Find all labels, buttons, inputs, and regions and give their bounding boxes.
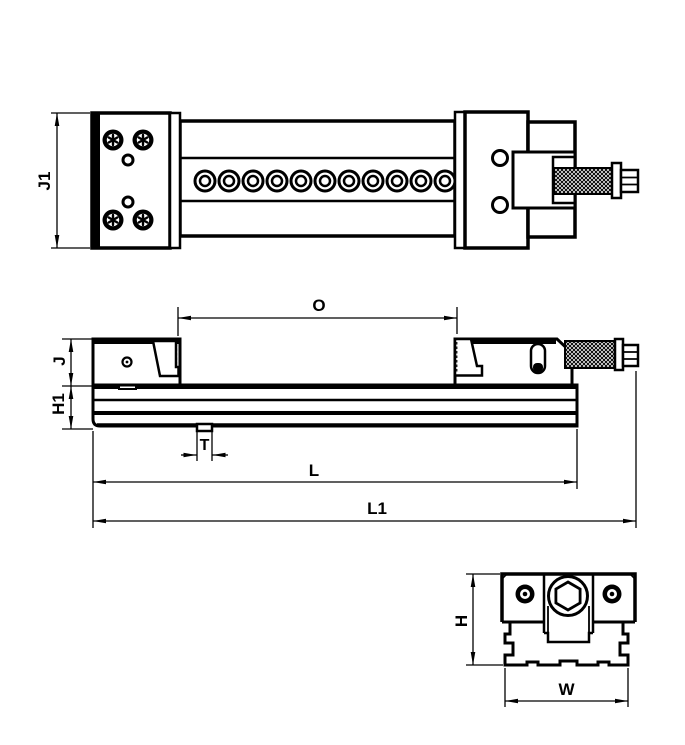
clamp-hole [602, 584, 622, 604]
screw-hex-head [619, 168, 640, 194]
dim-l1: L1 [93, 371, 637, 528]
dim-label-l1: L1 [367, 499, 387, 518]
fixed-jaw-edge [92, 113, 100, 248]
jaw-slot-bottom [533, 363, 543, 372]
dim-l: L [92, 429, 578, 528]
screw-thread [553, 167, 614, 195]
dim-j1: J1 [35, 112, 90, 249]
fixed-jaw-insert [151, 339, 180, 378]
dim-label-l: L [309, 461, 319, 480]
dim-label-j1: J1 [35, 172, 54, 191]
jaw-screw-center [125, 360, 129, 364]
rail-body-side [91, 383, 579, 428]
dowel-hole [121, 153, 135, 167]
corner-chamfers [501, 573, 636, 580]
key-tab [195, 422, 214, 433]
screw-collar [610, 161, 623, 200]
jaw-screw-hole [491, 149, 509, 167]
hex-socket [554, 580, 582, 612]
keyway-recess [544, 631, 593, 644]
movable-jaw-insert [453, 337, 484, 377]
dim-j: J [50, 338, 93, 430]
dim-t: T [181, 431, 228, 461]
screw-channel [542, 574, 595, 633]
dim-label-w: W [558, 680, 575, 699]
dim-o: O [177, 296, 458, 336]
screw-channel-inner [547, 606, 590, 633]
dim-label-t: T [200, 437, 210, 454]
dim-label-h: H [452, 615, 471, 627]
fixed-jaw-block [90, 111, 172, 250]
dim-label-j: J [50, 356, 69, 365]
rail-groove-lines [180, 156, 455, 203]
end-view: H W [452, 572, 637, 707]
dim-w: W [504, 668, 629, 707]
hex-head-lines [623, 351, 638, 360]
hex-head-lines [621, 176, 638, 186]
screw-thread [564, 340, 617, 369]
top-view: J1 [35, 110, 640, 250]
fixed-jaw-plate [168, 111, 182, 250]
body-profile [503, 622, 630, 667]
jaw-screw-hole [491, 196, 509, 214]
top-block [500, 572, 637, 622]
dim-h: H [452, 573, 503, 666]
side-view: O J H1 T L L1 [49, 296, 640, 528]
dim-label-h1: H1 [49, 393, 68, 415]
dowel-hole [121, 195, 135, 209]
lead-screw-side [564, 337, 640, 372]
clamp-hole [515, 584, 535, 604]
dim-label-o: O [312, 296, 325, 315]
lead-screw-top [553, 161, 640, 200]
rail-hole-row [193, 169, 457, 193]
dim-h1: H1 [49, 386, 74, 429]
screw-hex-head [621, 343, 640, 368]
